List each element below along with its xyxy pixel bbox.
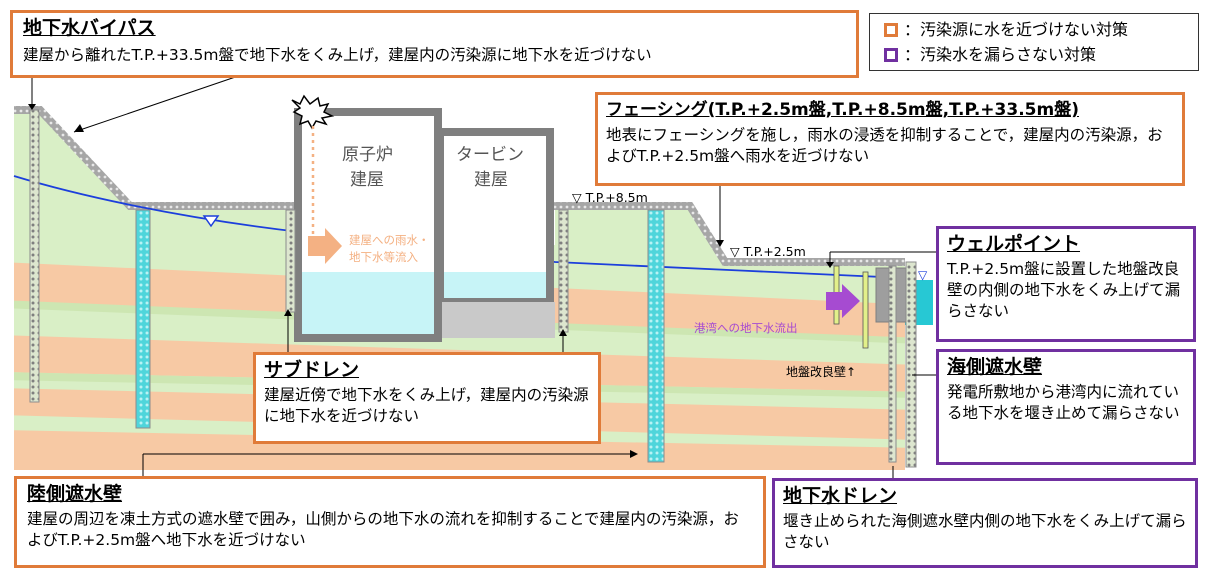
subdrain-box: サブドレン 建屋近傍で地下水をくみ上げ，建屋内の汚染源に地下水を近づけない xyxy=(253,352,601,444)
facing-box: フェーシング(T.P.+2.5m盤,T.P.+8.5m盤,T.P.+33.5m盤… xyxy=(595,92,1185,186)
landwall-box: 陸側遮水壁 建屋の周辺を凍土方式の遮水壁で囲み，山側からの地下水の流れを抑制する… xyxy=(14,476,766,568)
tp25-label: ▽ T.P.+2.5m xyxy=(730,244,806,259)
gwdrain-title: 地下水ドレン xyxy=(783,485,898,507)
legend: ：汚染源に水を近づけない対策 ：汚染水を漏らさない対策 xyxy=(869,13,1199,71)
bypass-well xyxy=(29,109,40,403)
turbine-label-1: タービン xyxy=(456,145,524,165)
facing-surface-right xyxy=(553,202,905,266)
orange-swatch xyxy=(884,23,898,37)
seawall-title: 海側遮水壁 xyxy=(947,356,1043,378)
groundwater-level-line xyxy=(13,175,906,279)
inflow-label-1: 建屋への雨水・ xyxy=(349,233,430,247)
subdrain-title: サブドレン xyxy=(264,359,360,381)
wellpoint-body: T.P.+2.5m盤に設置した地盤改良壁の内側の地下水をくみ上げて漏らさない xyxy=(947,260,1181,320)
outflow-label: 港湾への地下水流出 xyxy=(694,321,798,335)
gwdrain-body: 堰き止められた海側遮水壁内側の地下水をくみ上げて漏らさない xyxy=(783,512,1187,551)
reactor-label-2: 建屋 xyxy=(350,170,384,190)
seawall-body: 発電所敷地から港湾内に流れている地下水を堰き止めて漏らさない xyxy=(947,383,1180,422)
seawall-box: 海側遮水壁 発電所敷地から港湾内に流れている地下水を堰き止めて漏らさない xyxy=(936,349,1196,465)
explosion-icon xyxy=(291,94,335,130)
wellpoint-title: ウェルポイント xyxy=(947,233,1081,255)
land-side-wall-right xyxy=(647,209,665,463)
facing-title: フェーシング(T.P.+2.5m盤,T.P.+8.5m盤,T.P.+33.5m盤… xyxy=(606,100,1079,120)
facing-body: 地表にフェーシングを施し，雨水の浸透を抑制することで，建屋内の汚染源，およびT.… xyxy=(606,126,1163,165)
facing-surface xyxy=(14,106,300,210)
purple-swatch xyxy=(884,48,898,62)
subdrain-body: 建屋近傍で地下水をくみ上げ，建屋内の汚染源に地下水を近づけない xyxy=(264,386,589,425)
inflow-arrow xyxy=(308,228,342,264)
legend-orange-label: ：汚染源に水を近づけない対策 xyxy=(904,20,1129,39)
gwdrain-box: 地下水ドレン 堰き止められた海側遮水壁内側の地下水をくみ上げて漏らさない xyxy=(772,478,1198,568)
bypass-title: 地下水バイパス xyxy=(23,17,156,39)
wellpoint-box: ウェルポイント T.P.+2.5m盤に設置した地盤改良壁の内側の地下水をくみ上げ… xyxy=(936,226,1196,342)
landwall-title: 陸側遮水壁 xyxy=(27,483,123,505)
sea-level-marker: ▽ xyxy=(918,268,928,282)
legend-orange-row: ：汚染源に水を近づけない対策 xyxy=(884,20,1128,40)
land-side-wall-left xyxy=(135,209,151,429)
turbine-label-2: 建屋 xyxy=(474,170,508,190)
wellpoint-pipe-2 xyxy=(862,271,869,349)
landwall-body: 建屋の周辺を凍土方式の遮水壁で囲み，山側からの地下水の流れを抑制することで建屋内… xyxy=(27,510,739,549)
outflow-arrow xyxy=(826,284,860,318)
legend-purple-row: ：汚染水を漏らさない対策 xyxy=(884,45,1096,65)
arrow-heads xyxy=(28,104,834,458)
inflow-label-2: 地下水等流入 xyxy=(349,250,418,264)
bypass-body: 建屋から離れたT.P.+33.5m盤で地下水をくみ上げ，建屋内の汚染源に地下水を… xyxy=(23,46,652,64)
tp85-label: ▽ T.P.+8.5m xyxy=(572,190,648,205)
sea-side-wall xyxy=(905,261,917,468)
water-level-marker xyxy=(202,215,220,228)
bypass-box: 地下水バイパス 建屋から離れたT.P.+33.5m盤で地下水をくみ上げ，建屋内の… xyxy=(10,10,859,78)
groundwater-drain-well xyxy=(888,265,897,463)
legend-purple-label: ：汚染水を漏らさない対策 xyxy=(904,45,1097,64)
improvement-wall-label: 地盤改良壁↑ xyxy=(786,364,856,379)
reactor-label-1: 原子炉 xyxy=(342,145,393,165)
subdrain-well-left xyxy=(285,209,296,313)
leader-lines xyxy=(31,71,942,478)
subdrain-well-right xyxy=(558,209,569,333)
